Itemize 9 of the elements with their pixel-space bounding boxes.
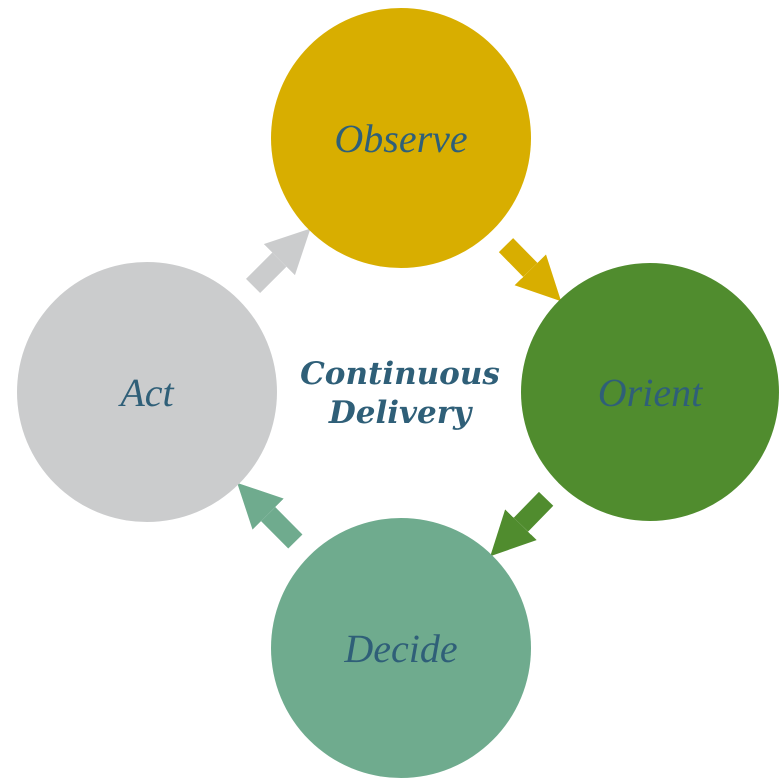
block-arrow [246,228,310,293]
block-arrow [237,482,302,549]
stage-label: Act [120,368,174,416]
stage-label: Observe [334,114,468,162]
stage-label: Orient [598,368,702,416]
center-heading: Continuous Delivery [299,355,501,432]
stage-label: Decide [344,624,458,672]
block-arrow [498,238,562,302]
block-arrow [490,492,554,556]
